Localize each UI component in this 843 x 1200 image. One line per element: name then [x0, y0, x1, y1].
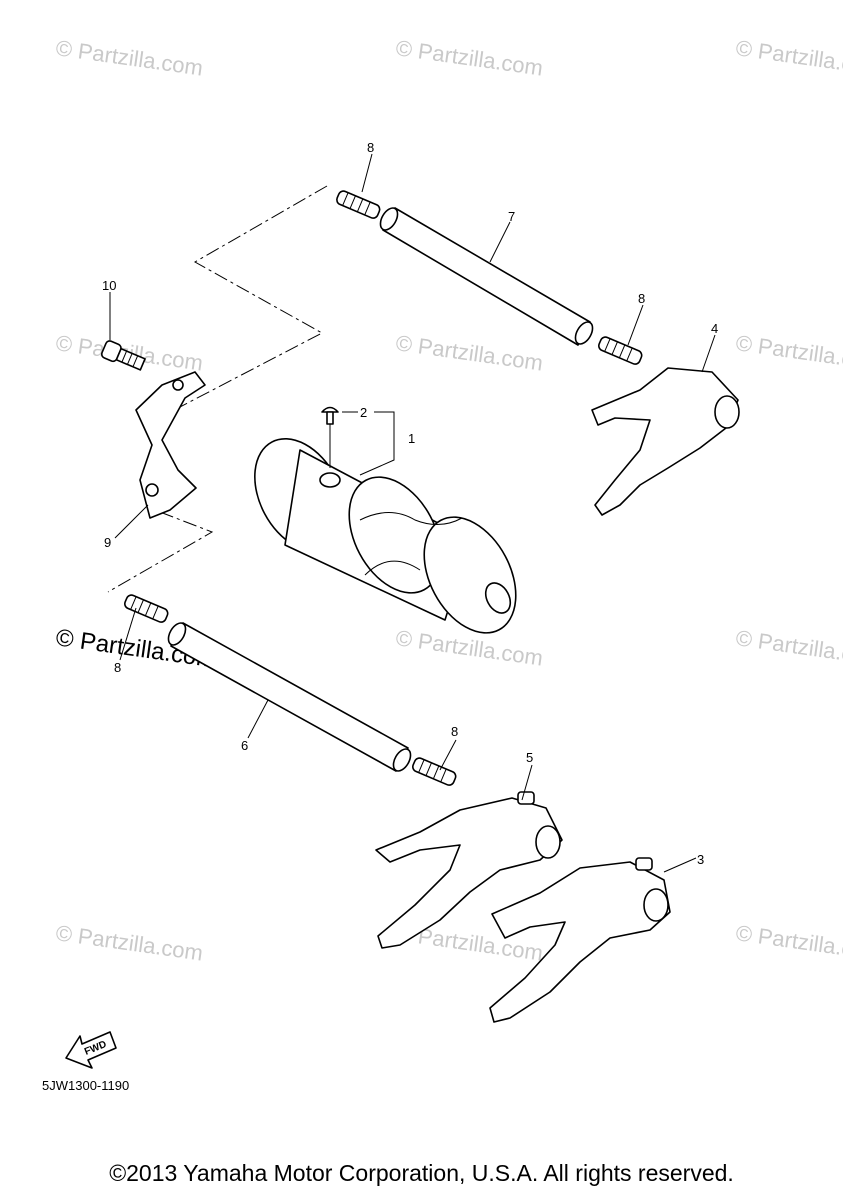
pin-part-2	[321, 406, 339, 468]
watermark: © Partzilla.com	[394, 330, 544, 375]
spring-part-8b	[598, 336, 643, 365]
spring-part-8a	[336, 190, 381, 219]
callout-8: 8	[638, 291, 645, 306]
callout-2: 2	[360, 405, 367, 420]
watermark: © Partzilla.com	[394, 35, 544, 80]
callout-8: 8	[114, 660, 121, 675]
stopper-part-9	[135, 371, 206, 519]
callout-3: 3	[697, 852, 704, 867]
leader-4	[701, 334, 716, 373]
callout-4: 4	[711, 321, 718, 336]
shift-fork-part-3	[489, 857, 671, 1023]
watermark: © Partzilla.com	[734, 330, 843, 375]
shaft-part-7	[379, 207, 594, 346]
callout-9: 9	[104, 535, 111, 550]
watermark: © Partzilla.com	[734, 920, 843, 965]
callout-8: 8	[451, 724, 458, 739]
watermark: © Partzilla.com	[54, 920, 204, 965]
shaft-part-6	[167, 622, 412, 772]
assembly-line-upper	[154, 185, 328, 421]
assembly-line-lower	[107, 511, 214, 593]
copyright-notice: ©2013 Yamaha Motor Corporation, U.S.A. A…	[109, 1160, 734, 1186]
watermark: © Partzilla.com	[54, 35, 204, 80]
parts-diagram: © Partzilla.com © Partzilla.com © Partzi…	[54, 35, 843, 1069]
shift-drum-part-1	[254, 437, 517, 634]
callout-6: 6	[241, 738, 248, 753]
leader-8c	[119, 607, 137, 661]
shift-fork-part-4	[591, 367, 740, 516]
leader-8b	[627, 304, 644, 346]
bolt-part-10	[100, 340, 146, 371]
leader-1	[359, 411, 395, 476]
fwd-arrow-icon: FWD	[65, 1031, 117, 1069]
watermark: © Partzilla.com	[734, 35, 843, 80]
callout-8: 8	[367, 140, 374, 155]
callout-7: 7	[508, 209, 515, 224]
leader-7	[489, 221, 511, 263]
leader-8d	[439, 739, 457, 771]
leader-6	[247, 699, 269, 739]
spring-part-8d	[412, 757, 457, 786]
watermark: © Partzilla.com	[394, 625, 544, 670]
watermark: © Partzilla.com	[734, 625, 843, 670]
leader-9	[114, 504, 149, 539]
shift-fork-part-5	[375, 791, 563, 949]
leader-3	[663, 857, 697, 873]
spring-part-8c	[124, 594, 169, 623]
leader-8a	[361, 153, 373, 193]
diagram-code: 5JW1300-1190	[42, 1078, 130, 1093]
callout-10: 10	[102, 278, 116, 293]
callout-1: 1	[408, 431, 415, 446]
callout-5: 5	[526, 750, 533, 765]
leader-5	[521, 764, 533, 801]
